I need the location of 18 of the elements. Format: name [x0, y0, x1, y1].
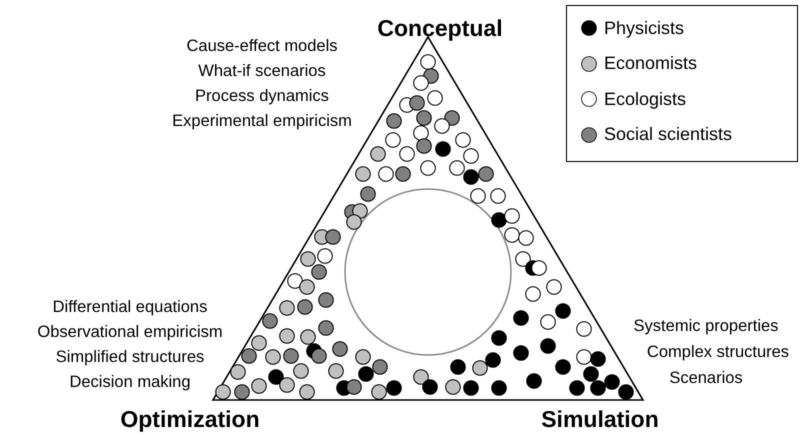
- legend-label: Social scientists: [604, 124, 732, 145]
- approach-label: Scenarios: [669, 368, 743, 388]
- approach-label: Process dynamics: [195, 86, 329, 106]
- approach-label: Experimental empiricism: [172, 111, 352, 131]
- approach-label: Observational empiricism: [37, 322, 223, 342]
- approach-label: Complex structures: [646, 342, 790, 362]
- approach-label: Cause-effect models: [186, 36, 338, 56]
- corner-label: Conceptual: [377, 15, 503, 41]
- approach-label: Decision making: [69, 372, 191, 392]
- legend-label: Economists: [604, 53, 698, 74]
- corner-label: Optimization: [120, 406, 260, 432]
- approach-label: Simplified structures: [56, 347, 204, 367]
- corner-label: Simulation: [541, 406, 659, 432]
- approach-label: What-if scenarios: [198, 61, 326, 81]
- legend-label: Ecologists: [604, 88, 686, 110]
- approach-label: Differential equations: [52, 297, 208, 317]
- approach-label: Systemic properties: [634, 316, 778, 336]
- legend-label: Physicists: [604, 18, 684, 38]
